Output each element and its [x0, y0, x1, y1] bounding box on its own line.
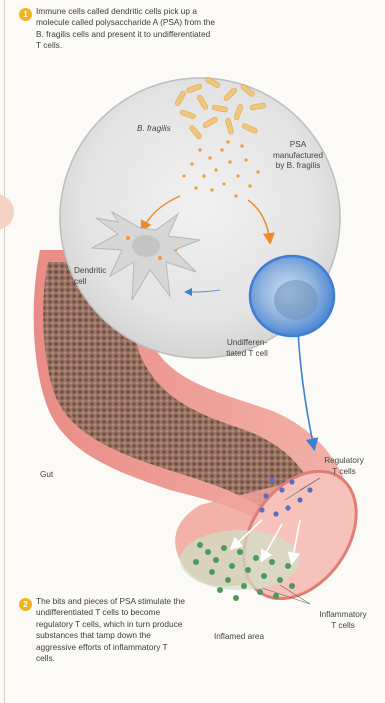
label-psa-line1: PSA	[258, 140, 338, 151]
label-bfragilis: B. fragilis	[137, 124, 171, 135]
label-regulatory: Regulatory T cells	[312, 456, 376, 477]
label-inflammatory-line1: Inflammatory	[306, 610, 380, 621]
label-inflamed-area: Inflamed area	[204, 632, 274, 643]
step-2-text: The bits and pieces of PSA stimulate the…	[36, 596, 186, 664]
label-inflammatory: Inflammatory T cells	[306, 610, 380, 631]
edge-cell-fragment	[0, 194, 14, 230]
label-regulatory-line1: Regulatory	[312, 456, 376, 467]
label-psa-line3: by B. fragilis	[258, 161, 338, 172]
label-undifferentiated: Undifferen- tiated T cell	[214, 338, 280, 359]
label-gut: Gut	[40, 470, 53, 481]
magnified-circle	[60, 76, 340, 358]
step-2-badge: 2	[19, 598, 32, 611]
step-1-text: Immune cells called dendritic cells pick…	[36, 6, 216, 52]
label-psa-line2: manufactured	[258, 151, 338, 162]
label-undiff-line2: tiated T cell	[214, 349, 280, 360]
undifferentiated-t-cell	[250, 256, 334, 336]
label-dendritic-line2: cell	[74, 277, 124, 288]
label-inflammatory-line2: T cells	[306, 621, 380, 632]
step-1-badge: 1	[19, 8, 32, 21]
label-dendritic-line1: Dendritic	[74, 266, 124, 277]
label-psa: PSA manufactured by B. fragilis	[258, 140, 338, 172]
label-dendritic: Dendritic cell	[74, 266, 124, 287]
label-undiff-line1: Undifferen-	[214, 338, 280, 349]
label-regulatory-line2: T cells	[312, 467, 376, 478]
